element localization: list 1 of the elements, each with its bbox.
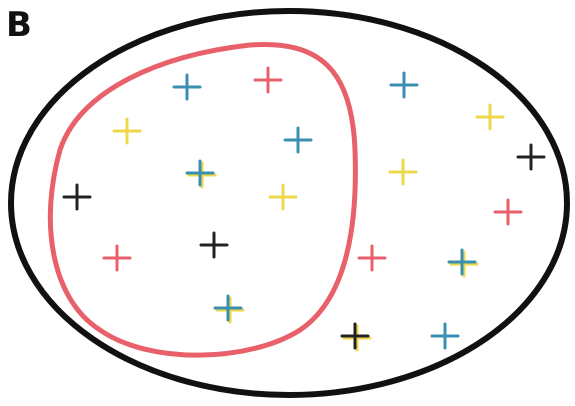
panel-letter: B xyxy=(6,8,32,42)
